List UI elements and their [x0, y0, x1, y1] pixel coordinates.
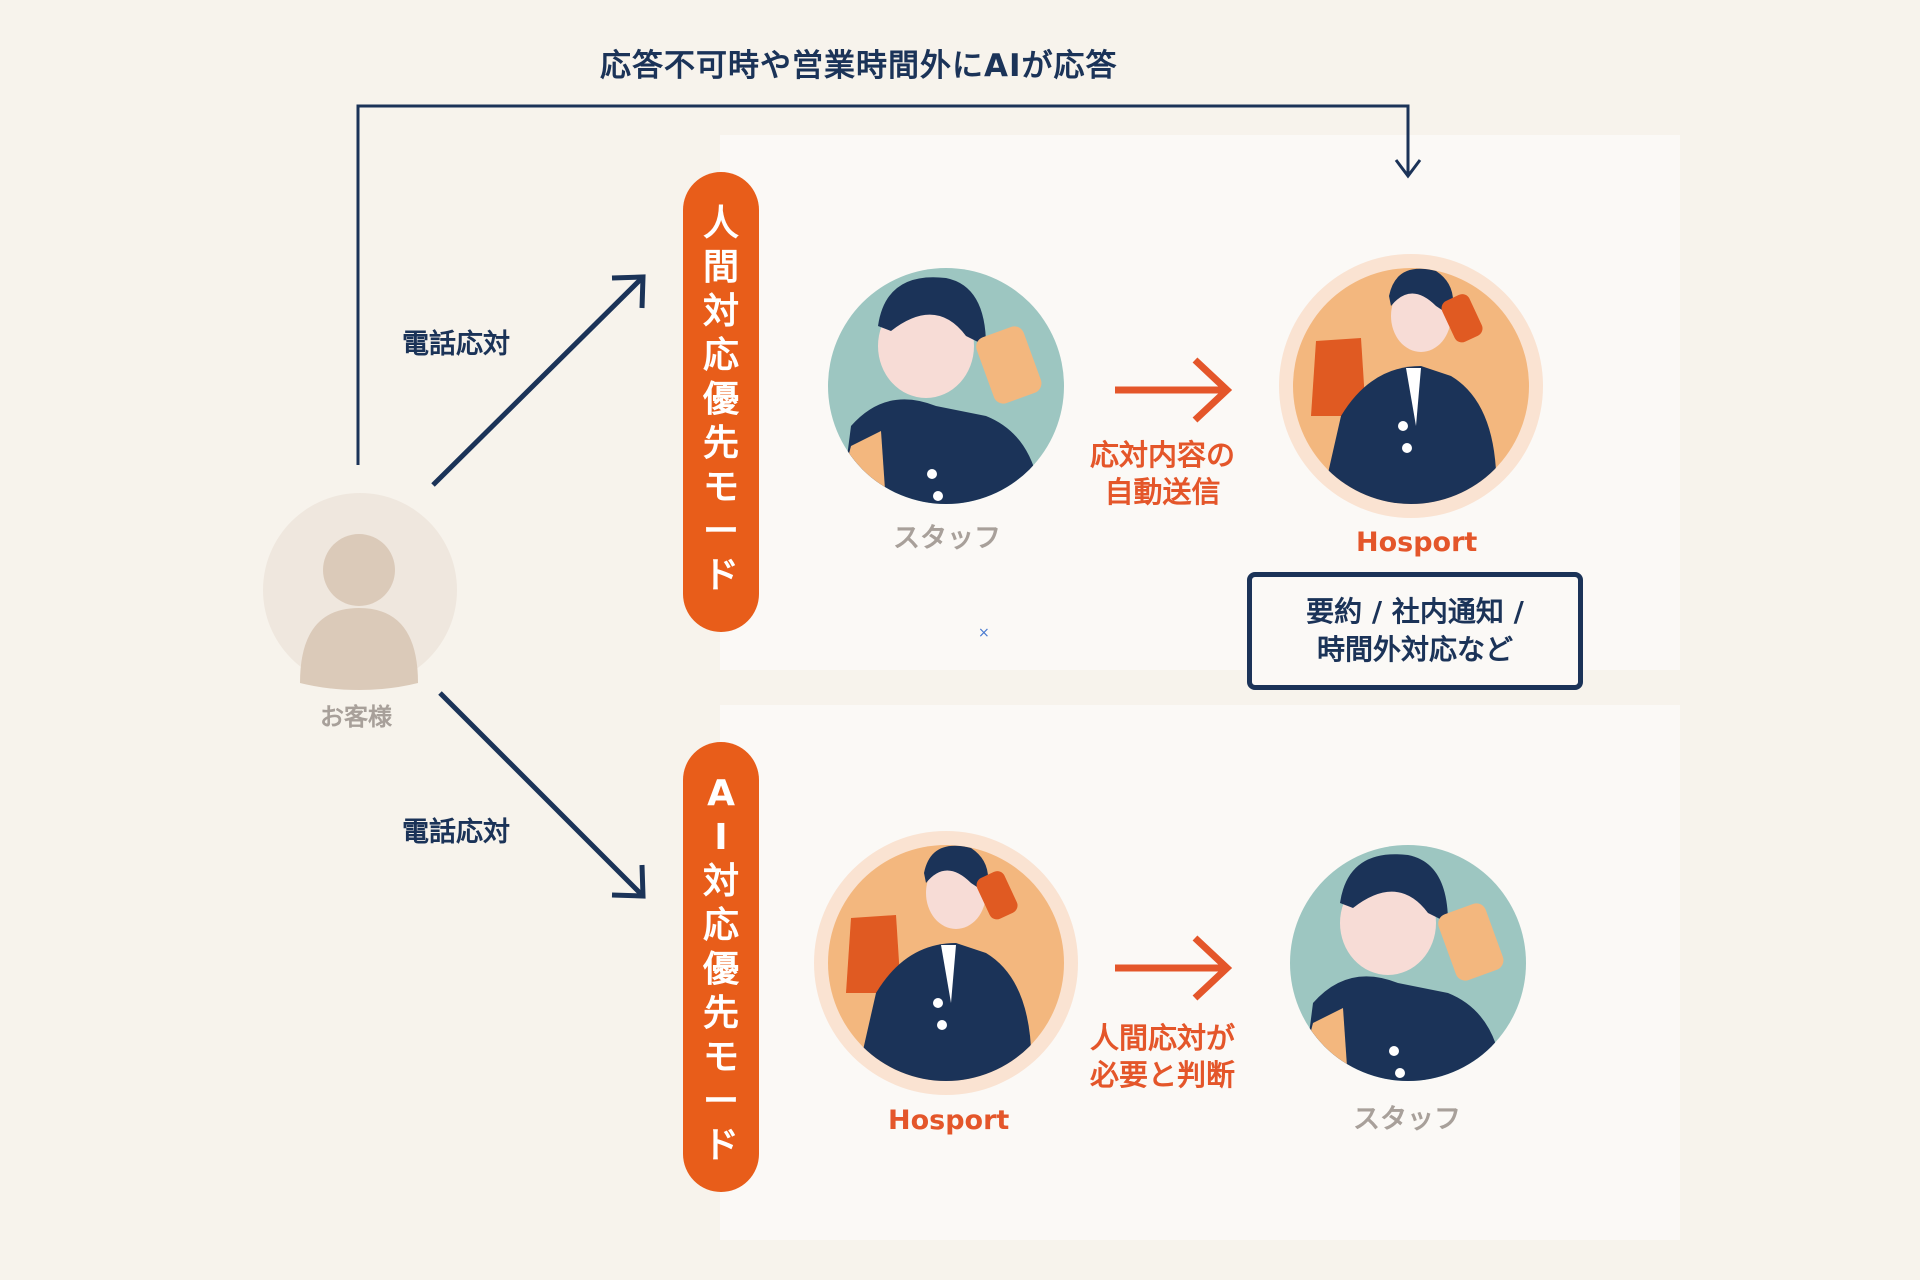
human-priority-mode-pill: 人 間 対 応 優 先 モ ー ド [683, 172, 759, 632]
staff-avatar-bottom [1290, 845, 1526, 1081]
arrow-to-human-mode [433, 278, 642, 485]
pill-char: 対 [683, 290, 759, 334]
hosport-avatar-top [1279, 254, 1543, 518]
summary-line-1: 要約 / 社内通知 / [1306, 593, 1524, 631]
staff-label-bottom: スタッフ [1353, 1097, 1461, 1136]
arrow-to-ai-mode [440, 693, 642, 895]
pill-char: 間 [683, 246, 759, 290]
pill-char: ー [683, 510, 759, 554]
hosport-label-bottom: Hosport [888, 1105, 1009, 1136]
pill-char: 優 [683, 948, 759, 992]
call-label-top: 電話応対 [402, 322, 510, 361]
pill-char: 応 [683, 904, 759, 948]
pill-char: モ [683, 466, 759, 510]
auto-send-label: 応対内容の 自動送信 [1090, 437, 1235, 511]
pill-char: 先 [683, 422, 759, 466]
person-icon [323, 534, 395, 606]
customer-avatar [263, 493, 457, 690]
pill-char: I [683, 816, 759, 860]
pill-char: ド [683, 554, 759, 598]
pill-char: ド [683, 1124, 759, 1168]
pill-char: ー [683, 1080, 759, 1124]
human-needed-line-2: 必要と判断 [1090, 1057, 1235, 1094]
summary-box: 要約 / 社内通知 / 時間外対応など [1247, 572, 1583, 690]
bypass-route-caption: 応答不可時や営業時間外にAIが応答 [600, 40, 1118, 85]
summary-line-2: 時間外対応など [1317, 631, 1513, 669]
hosport-label-top: Hosport [1356, 527, 1477, 558]
staff-avatar-top [828, 268, 1064, 504]
auto-send-line-1: 応対内容の [1090, 437, 1235, 474]
pill-char: 対 [683, 860, 759, 904]
hosport-avatar-bottom [814, 831, 1078, 1095]
stray-cross-mark: × [978, 625, 990, 641]
call-label-bottom: 電話応対 [402, 810, 510, 849]
auto-send-line-2: 自動送信 [1090, 474, 1235, 511]
pill-char: 人 [683, 202, 759, 246]
pill-char: モ [683, 1036, 759, 1080]
customer-label: お客様 [320, 697, 392, 732]
human-needed-line-1: 人間応対が [1090, 1020, 1235, 1057]
pill-char: 先 [683, 992, 759, 1036]
ai-priority-mode-pill: A I 対 応 優 先 モ ー ド [683, 742, 759, 1192]
human-needed-label: 人間応対が 必要と判断 [1090, 1020, 1235, 1094]
pill-char: A [683, 772, 759, 816]
pill-char: 優 [683, 378, 759, 422]
staff-label-top: スタッフ [893, 516, 1001, 555]
pill-char: 応 [683, 334, 759, 378]
